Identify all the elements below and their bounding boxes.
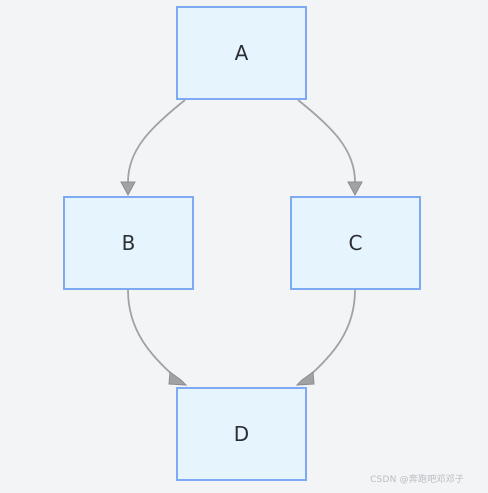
arrowhead-c-to-d bbox=[295, 371, 315, 386]
arrowhead-a-to-c bbox=[347, 181, 363, 197]
edge-a-to-c bbox=[297, 99, 356, 183]
node-b-label: B bbox=[121, 231, 136, 255]
node-b: B bbox=[63, 196, 194, 290]
watermark-text: CSDN @奔跑吧邓邓子 bbox=[370, 475, 464, 485]
edge-a-to-b bbox=[127, 99, 186, 183]
edge-b-to-d bbox=[127, 289, 177, 379]
node-d-label: D bbox=[233, 422, 250, 446]
node-d: D bbox=[176, 387, 307, 481]
node-c: C bbox=[290, 196, 421, 290]
node-c-label: C bbox=[348, 231, 363, 255]
arrowhead-b-to-d bbox=[168, 371, 188, 386]
edge-c-to-d bbox=[306, 289, 356, 379]
arrowhead-a-to-b bbox=[120, 181, 136, 197]
node-a: A bbox=[176, 6, 307, 100]
node-a-label: A bbox=[234, 41, 249, 65]
